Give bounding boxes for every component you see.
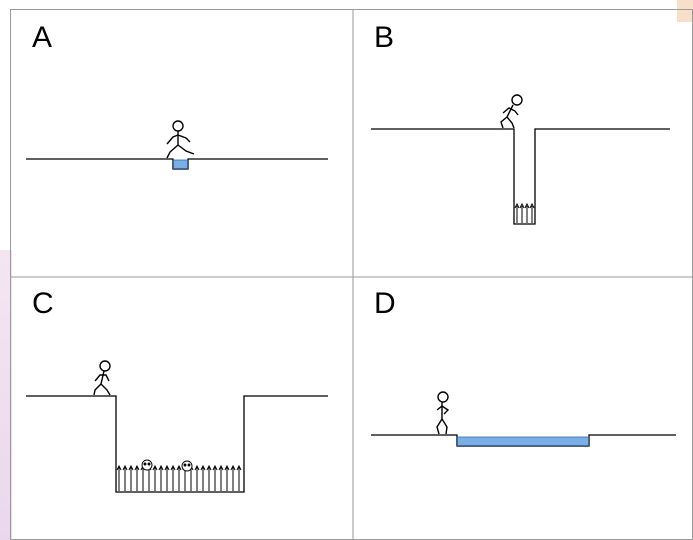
skull-icon — [141, 459, 153, 471]
panel-c-spikes — [116, 464, 242, 491]
panel-c-scene — [26, 360, 328, 493]
panel-b-spikes — [514, 202, 535, 223]
panel-d-water — [457, 436, 589, 446]
panel-d-scene — [371, 391, 676, 447]
panel-c-stick-figure — [93, 360, 111, 396]
panel-a-ground-line — [26, 158, 328, 170]
four-panel-diagram: A B C D — [10, 9, 693, 540]
panel-grid-lines — [10, 9, 693, 540]
panel-b-ground-line — [371, 128, 670, 225]
panel-label-b: B — [374, 21, 395, 54]
slide-decoration-right — [677, 0, 693, 22]
panel-label-a: A — [32, 21, 53, 54]
panel-b-scene — [371, 94, 670, 225]
panel-c-skulls — [141, 459, 193, 472]
panel-d-ground-line — [371, 434, 676, 447]
panel-a-stick-figure — [166, 120, 195, 159]
slide-decoration-left — [0, 250, 12, 540]
diagram-canvas — [10, 9, 693, 540]
panel-b-stick-figure — [500, 94, 523, 129]
outer-frame — [10, 9, 693, 540]
panel-d-stick-figure — [436, 391, 450, 435]
panel-label-c: C — [32, 287, 54, 320]
panel-a-water — [173, 159, 188, 169]
skull-icon — [181, 460, 193, 472]
panel-a-scene — [26, 120, 328, 170]
panel-c-ground-line — [26, 395, 328, 493]
panel-label-d: D — [374, 287, 396, 320]
